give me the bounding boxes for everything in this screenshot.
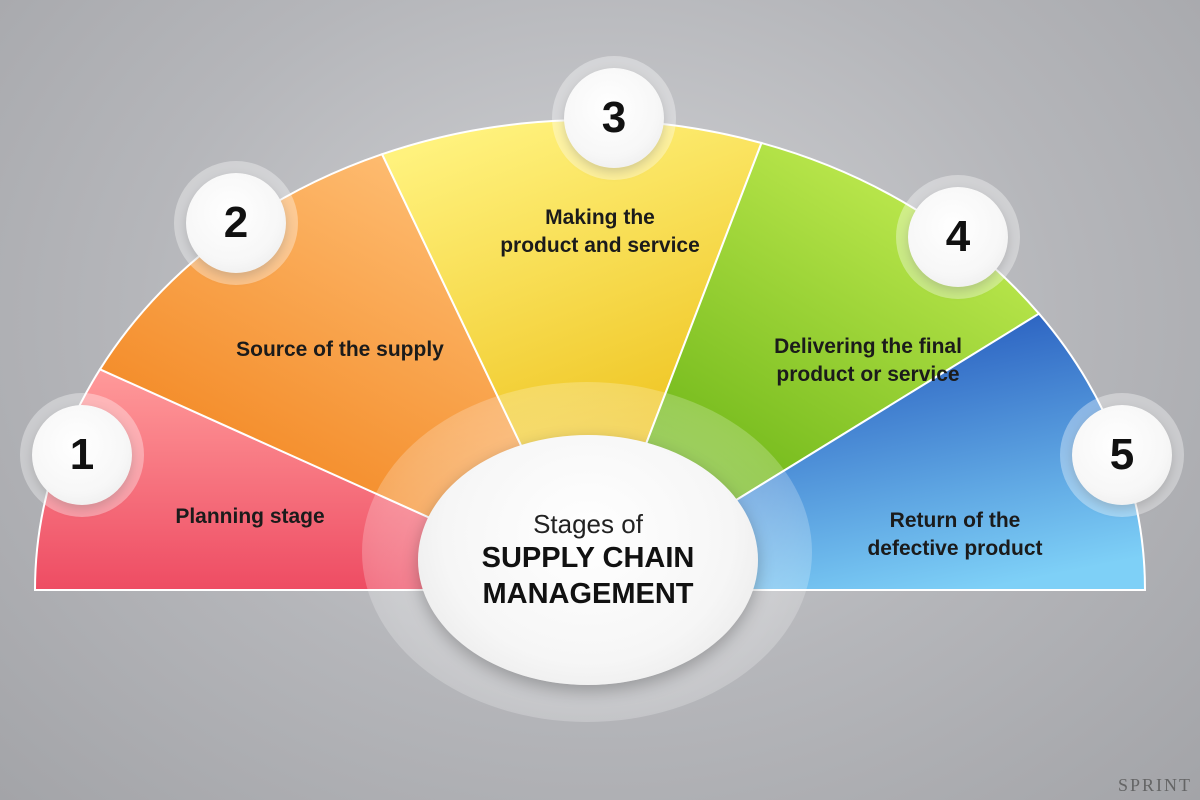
watermark: SPRINT — [1117, 775, 1192, 795]
stage-5-label: Return of the defective product — [867, 509, 1043, 560]
center-hub: Stages of SUPPLY CHAIN MANAGEMENT — [418, 435, 758, 685]
hub-subtitle: Stages of — [533, 509, 643, 539]
stage-5-badge: 5 — [1072, 405, 1172, 505]
stage-4-badge: 4 — [908, 187, 1008, 287]
stage-3-badge: 3 — [564, 68, 664, 168]
stage-3-label: Making the product and service — [500, 206, 700, 257]
stage-2-label: Source of the supply — [236, 338, 444, 361]
hub-title-line1: SUPPLY CHAIN — [481, 542, 695, 574]
stage-2-badge: 2 — [186, 173, 286, 273]
stage-1-label: Planning stage — [175, 505, 325, 528]
hub-title-line2: MANAGEMENT — [482, 578, 694, 610]
stage-1-badge: 1 — [32, 405, 132, 505]
stage-4-label: Delivering the final product or service — [774, 335, 962, 386]
